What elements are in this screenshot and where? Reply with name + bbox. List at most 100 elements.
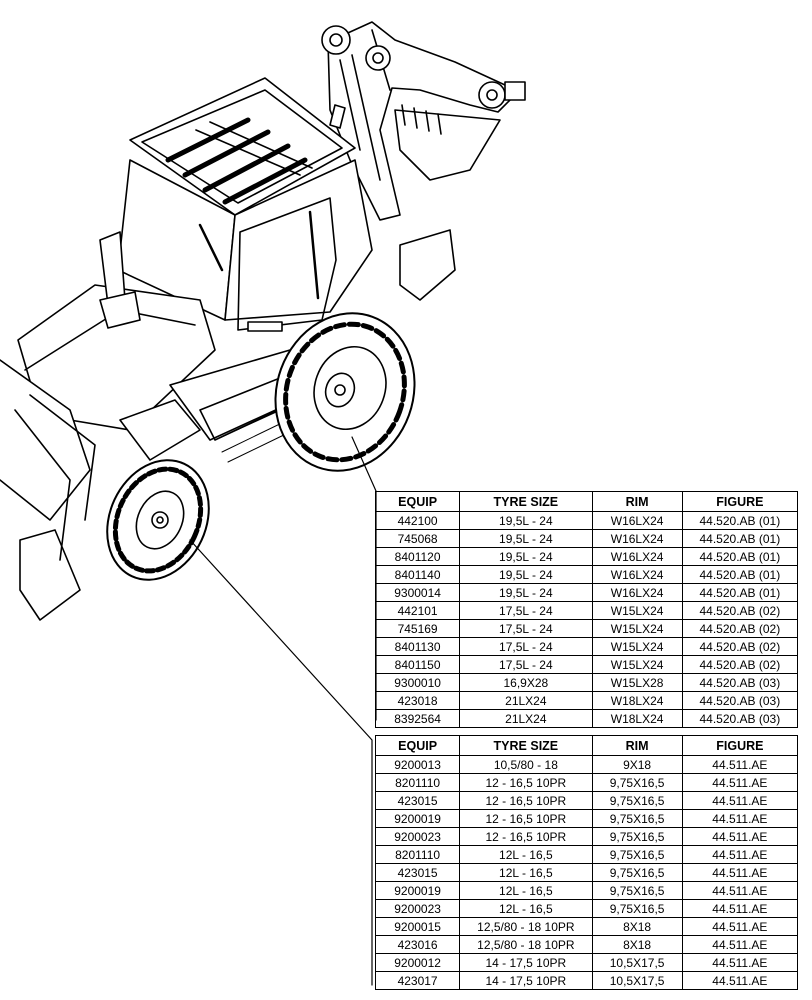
cell-equip: 9200012 [374,953,461,972]
cell-figure: 44.511.AE [681,953,799,972]
cell-equip: 8201110 [374,773,461,792]
cell-tyre-size: 12 - 16,5 10PR [459,827,593,846]
header-rim: RIM [591,735,683,756]
cell-tyre-size: 14 - 17,5 10PR [459,953,593,972]
cell-equip: 9300010 [374,673,461,692]
backhoe-arm [321,21,526,301]
cell-tyre-size: 12 - 16,5 10PR [459,791,593,810]
cell-tyre-size: 19,5L - 24 [459,529,593,548]
header-figure: FIGURE [681,735,799,756]
cell-figure: 44.511.AE [681,845,799,864]
cell-tyre-size: 17,5L - 24 [459,601,593,620]
cell-rim: 10,5X17,5 [591,953,683,972]
cell-equip: 8401130 [374,637,461,656]
cell-figure: 44.511.AE [681,863,799,882]
cell-figure: 44.520.AB (01) [681,511,799,530]
cell-equip: 8392564 [374,709,461,728]
cell-rim: W16LX24 [591,583,683,602]
header-equip: EQUIP [374,735,461,756]
cell-rim: W16LX24 [591,565,683,584]
cell-figure: 44.511.AE [681,899,799,918]
cell-rim: 9,75X16,5 [591,863,683,882]
cell-tyre-size: 12,5/80 - 18 10PR [459,917,593,936]
cell-rim: 9,75X16,5 [591,809,683,828]
cell-rim: 9,75X16,5 [591,845,683,864]
cell-figure: 44.511.AE [681,971,799,990]
cell-equip: 8201110 [374,845,461,864]
cell-rim: 9,75X16,5 [591,881,683,900]
cell-equip: 9200023 [374,899,461,918]
cell-tyre-size: 12L - 16,5 [459,845,593,864]
cell-tyre-size: 12 - 16,5 10PR [459,809,593,828]
cell-figure: 44.520.AB (01) [681,583,799,602]
cell-tyre-size: 19,5L - 24 [459,547,593,566]
cell-rim: W15LX24 [591,619,683,638]
header-equip: EQUIP [374,491,461,512]
cell-rim: 8X18 [591,935,683,954]
cell-rim: W18LX24 [591,691,683,710]
cell-figure: 44.511.AE [681,827,799,846]
header-figure: FIGURE [681,491,799,512]
cell-equip: 442100 [374,511,461,530]
cell-tyre-size: 17,5L - 24 [459,655,593,674]
cell-figure: 44.520.AB (03) [681,673,799,692]
cell-tyre-size: 14 - 17,5 10PR [459,971,593,990]
cell-equip: 745068 [374,529,461,548]
cell-equip: 9200019 [374,881,461,900]
cell-figure: 44.520.AB (03) [681,709,799,728]
cell-tyre-size: 21LX24 [459,691,593,710]
cell-rim: W16LX24 [591,529,683,548]
cell-tyre-size: 12 - 16,5 10PR [459,773,593,792]
cell-tyre-size: 17,5L - 24 [459,637,593,656]
cell-rim: 9,75X16,5 [591,773,683,792]
cell-tyre-size: 12L - 16,5 [459,863,593,882]
cell-tyre-size: 21LX24 [459,709,593,728]
cell-equip: 9200013 [374,755,461,774]
cell-rim: 9,75X16,5 [591,827,683,846]
cell-tyre-size: 12L - 16,5 [459,899,593,918]
cell-equip: 9200015 [374,917,461,936]
cell-figure: 44.511.AE [681,791,799,810]
cell-equip: 423016 [374,935,461,954]
cell-tyre-size: 19,5L - 24 [459,565,593,584]
cell-figure: 44.520.AB (02) [681,601,799,620]
engine-hood [0,231,216,621]
cab-roof [129,77,356,216]
cell-figure: 44.520.AB (01) [681,529,799,548]
cell-rim: 9,75X16,5 [591,899,683,918]
header-rim: RIM [591,491,683,512]
front-wheel-illustration [106,459,210,581]
cell-rim: 10,5X17,5 [591,971,683,990]
cell-rim: W16LX24 [591,547,683,566]
cell-rim: 9,75X16,5 [591,791,683,810]
cell-figure: 44.511.AE [681,917,799,936]
cell-equip: 8401120 [374,547,461,566]
cell-figure: 44.520.AB (01) [681,547,799,566]
cell-rim: 9X18 [591,755,683,774]
cell-equip: 423015 [374,863,461,882]
cell-rim: W15LX24 [591,601,683,620]
cell-figure: 44.511.AE [681,881,799,900]
table-header-row: EQUIP TYRE SIZE RIM FIGURE [374,735,799,756]
cell-figure: 44.520.AB (02) [681,637,799,656]
cell-equip: 9200019 [374,809,461,828]
cell-equip: 9200023 [374,827,461,846]
